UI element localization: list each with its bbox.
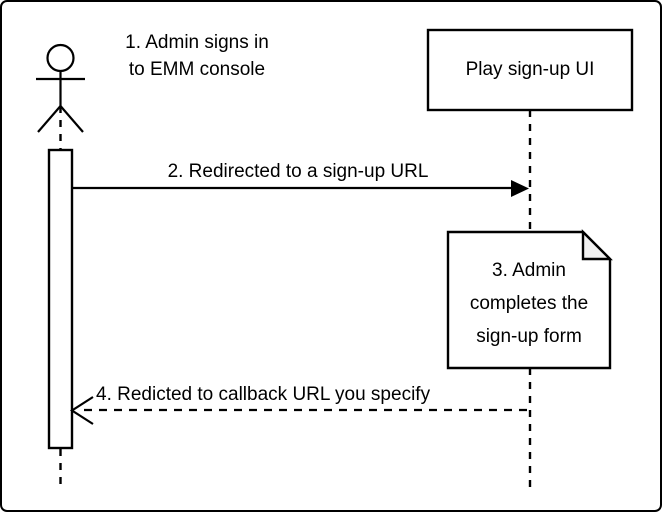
actor-leg-right-icon xyxy=(59,105,84,133)
note-3-label-line2: completes the xyxy=(469,293,589,314)
note-3-fold-icon xyxy=(581,229,613,261)
activation-bar-admin xyxy=(47,148,74,450)
participant-admin-label: 1. Admin signs in to EMM console xyxy=(97,29,297,83)
note-3-label-line3: sign-up form xyxy=(476,326,582,347)
note-3-shape xyxy=(446,230,612,370)
participant-box-play-signup-ui[interactable] xyxy=(426,28,634,112)
message-4-label: 4. Redicted to callback URL you specify xyxy=(96,384,431,405)
message-2-arrowhead xyxy=(511,180,529,197)
participant-admin[interactable] xyxy=(36,43,85,133)
actor-leg-left-icon xyxy=(37,105,62,133)
participant-play-signup-ui-label: Play sign-up UI xyxy=(465,59,595,80)
message-4-arrowhead xyxy=(69,396,94,425)
note-3-label-line1: 3. Admin xyxy=(492,260,566,281)
message-2-label: 2. Redirected to a sign-up URL xyxy=(167,161,429,182)
participant-admin-label-line2: to EMM console xyxy=(128,59,266,80)
participant-admin-label-line1: 1. Admin signs in xyxy=(125,32,269,53)
actor-head-icon xyxy=(46,43,75,73)
note-3-label: 3. Admin completes the sign-up form xyxy=(448,254,610,353)
